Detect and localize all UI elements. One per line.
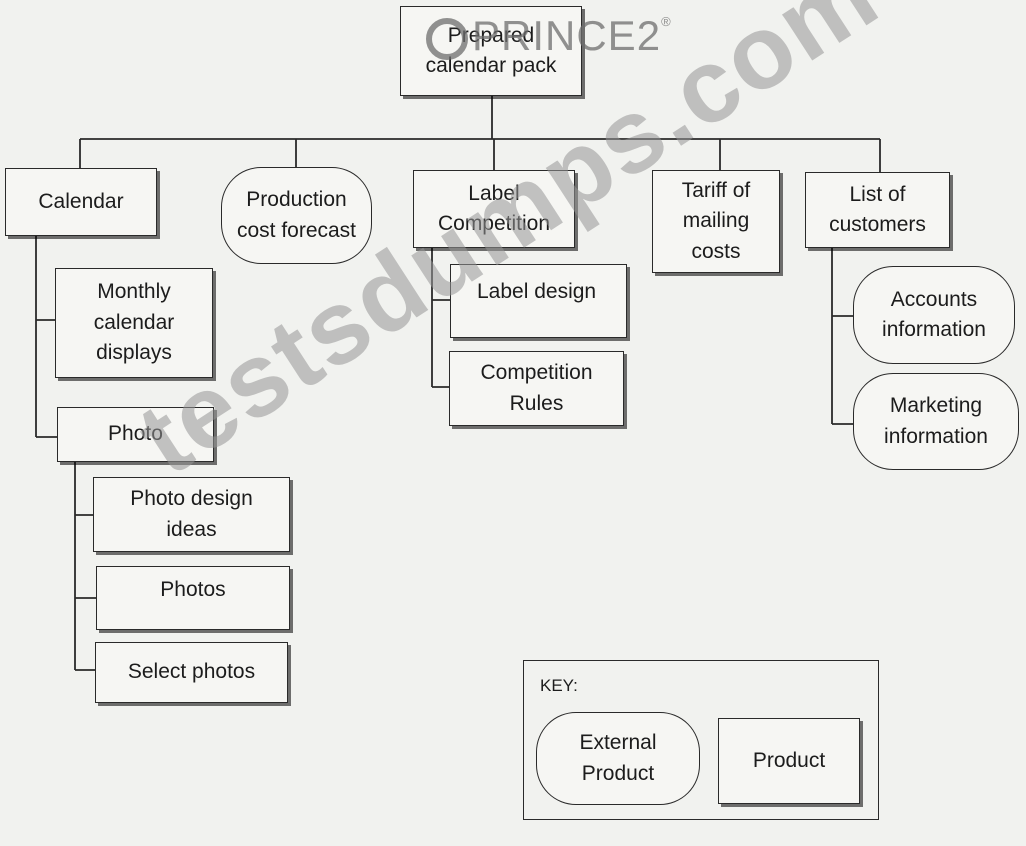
key-external-product: External Product bbox=[536, 712, 700, 805]
node-label-design: Label design bbox=[450, 264, 627, 338]
prince2-logo: PRINCE2 ® bbox=[426, 12, 672, 60]
node-select-photos: Select photos bbox=[95, 642, 288, 703]
node-label-competition: Label Competition bbox=[413, 170, 575, 248]
node-calendar: Calendar bbox=[5, 168, 157, 236]
key-title: KEY: bbox=[540, 676, 578, 695]
key-box bbox=[523, 660, 879, 820]
key-product: Product bbox=[718, 718, 860, 804]
node-production-cost-forecast: Production cost forecast bbox=[221, 167, 372, 264]
node-photos: Photos bbox=[96, 566, 290, 630]
node-accounts-information: Accounts information bbox=[853, 266, 1015, 364]
prince2-logo-text: PRINCE2 bbox=[472, 12, 662, 59]
node-list-of-customers: List of customers bbox=[805, 172, 950, 248]
registered-mark: ® bbox=[661, 14, 672, 29]
node-photo: Photo bbox=[57, 407, 214, 462]
node-monthly-calendar-displays: Monthly calendar displays bbox=[55, 268, 213, 378]
prince2-ring-icon bbox=[426, 18, 468, 60]
node-tariff-mailing-costs: Tariff of mailing costs bbox=[652, 170, 780, 273]
node-competition-rules: Competition Rules bbox=[449, 351, 624, 426]
node-photo-design-ideas: Photo design ideas bbox=[93, 477, 290, 552]
node-marketing-information: Marketing information bbox=[853, 373, 1019, 470]
